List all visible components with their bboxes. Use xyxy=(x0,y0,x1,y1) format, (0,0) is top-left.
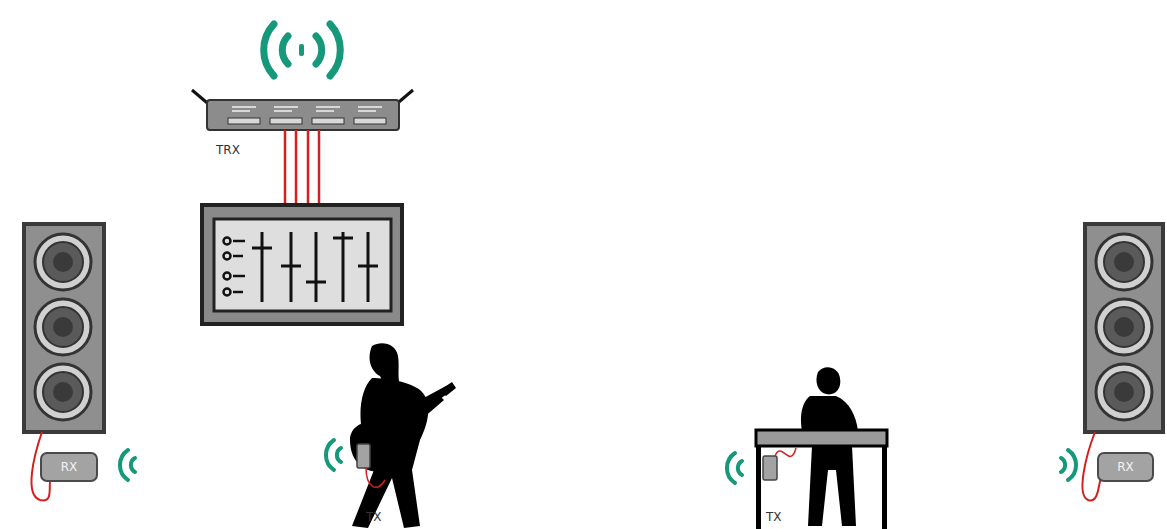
keyboardist xyxy=(756,367,887,529)
audio-cables xyxy=(285,130,319,205)
device-label: TX xyxy=(366,510,382,524)
receiver-box: RX xyxy=(40,452,98,482)
device-label: TX xyxy=(766,510,782,524)
receiver-box: RX xyxy=(1097,452,1154,482)
receiver-label: RX xyxy=(1117,460,1134,474)
keyboard xyxy=(756,430,887,446)
speaker-left xyxy=(24,224,104,432)
instrument-cable xyxy=(366,468,385,487)
wifi-symbol xyxy=(264,24,341,76)
instrument-cable xyxy=(775,448,796,456)
speaker-right xyxy=(1085,224,1163,432)
guitarist xyxy=(350,343,456,528)
transmitter xyxy=(357,444,370,468)
receiver-label: RX xyxy=(61,460,78,474)
wireless-signal xyxy=(120,440,1076,483)
transmitter xyxy=(763,456,777,480)
device-label: TRX xyxy=(216,143,240,157)
mixing-console xyxy=(202,205,402,324)
router xyxy=(192,90,413,130)
